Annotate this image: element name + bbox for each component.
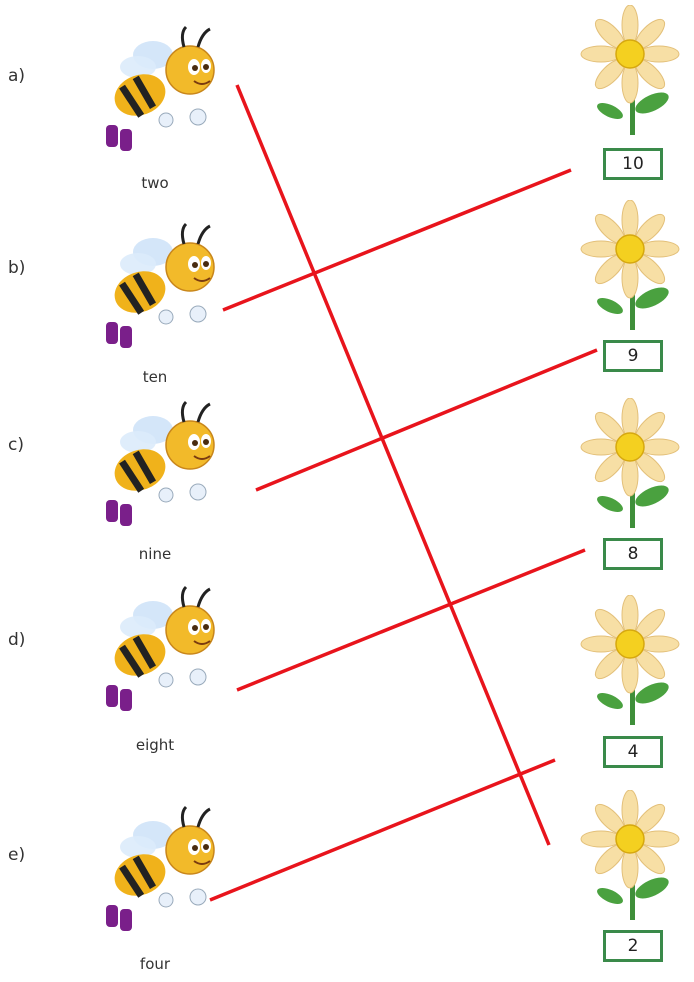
match-line-eight-8[interactable] (236, 548, 586, 692)
word-label: nine (138, 545, 172, 563)
item-letter-d: d) (8, 630, 26, 650)
number-box: 10 (603, 148, 663, 180)
number-box: 9 (603, 340, 663, 372)
item-letter-e: e) (8, 845, 26, 865)
item-letter-b: b) (8, 258, 26, 278)
number-box: 2 (603, 930, 663, 962)
item-letter-a: a) (8, 66, 26, 86)
word-label: ten (142, 368, 168, 386)
word-label: two (141, 174, 169, 192)
match-line-ten-10[interactable] (222, 168, 572, 312)
number-box: 8 (603, 538, 663, 570)
match-line-four-4[interactable] (209, 758, 556, 902)
number-box: 4 (603, 736, 663, 768)
word-label: four (139, 955, 171, 973)
item-letter-c: c) (8, 435, 24, 455)
match-line-two-2[interactable] (235, 84, 551, 846)
word-label: eight (135, 736, 175, 754)
match-line-nine-9[interactable] (255, 348, 598, 492)
